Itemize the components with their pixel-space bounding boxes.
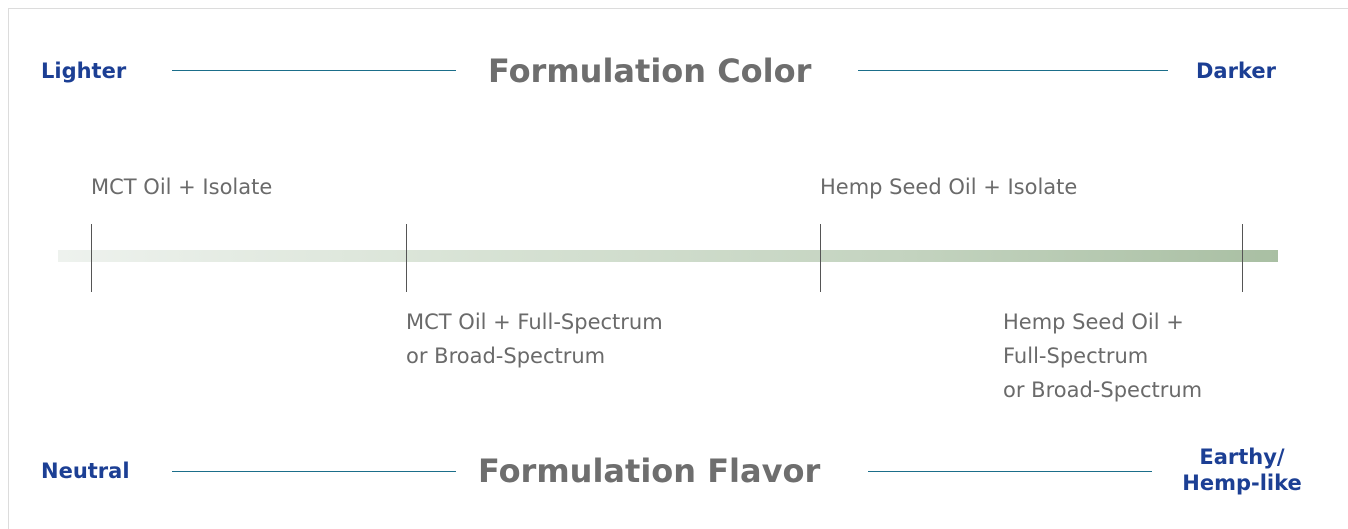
stage-tick-1 [91, 224, 92, 292]
color-gradient-bar [58, 250, 1278, 262]
flavor-title: Formulation Flavor [478, 452, 821, 490]
color-left-label: Lighter [41, 59, 127, 83]
stage-hemp-isolate-label: Hemp Seed Oil + Isolate [820, 175, 1078, 199]
color-right-rule [858, 70, 1168, 71]
stage-mct-full-spectrum-label: MCT Oil + Full-Spectrum or Broad-Spectru… [406, 310, 663, 368]
stage-tick-2 [406, 224, 407, 292]
flavor-left-label: Neutral [41, 459, 130, 483]
stage-tick-3 [820, 224, 821, 292]
stage-hemp-full-spectrum-label: Hemp Seed Oil + Full-Spectrum or Broad-S… [1003, 310, 1203, 402]
flavor-right-label: Earthy/ Hemp-like [1182, 445, 1302, 495]
flavor-right-rule [868, 471, 1152, 472]
color-left-rule [172, 70, 456, 71]
stage-tick-4 [1242, 224, 1243, 292]
diagram-frame [8, 8, 1348, 529]
flavor-left-rule [172, 471, 456, 472]
stage-mct-isolate-label: MCT Oil + Isolate [91, 175, 273, 199]
color-right-label: Darker [1196, 59, 1276, 83]
color-title: Formulation Color [488, 52, 812, 90]
